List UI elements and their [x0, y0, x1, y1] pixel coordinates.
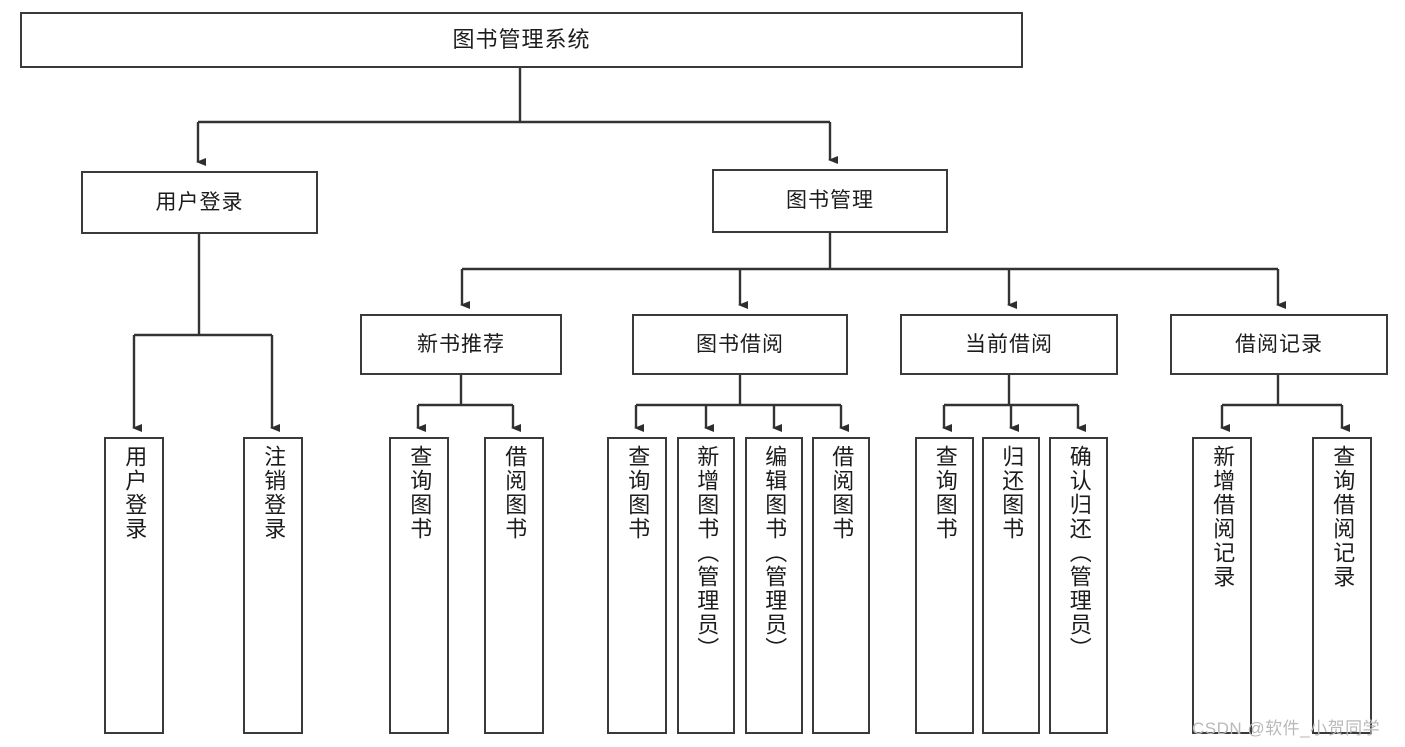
node-label: 归还图书: [999, 445, 1025, 541]
node-label: 注销登录: [261, 445, 287, 541]
leaf-return-book[interactable]: 归还图书: [982, 437, 1040, 734]
node-label: 新增图书（管理员）: [694, 445, 720, 661]
leaf-user-login[interactable]: 用户登录: [104, 437, 164, 734]
node-label: 查询图书: [625, 445, 651, 541]
node-label: 借阅图书: [502, 445, 528, 541]
node-book-borrow[interactable]: 图书借阅: [632, 314, 848, 375]
leaf-edit-book-admin[interactable]: 编辑图书（管理员）: [745, 437, 803, 734]
leaf-add-book-admin[interactable]: 新增图书（管理员）: [677, 437, 735, 734]
node-book-management[interactable]: 图书管理: [712, 169, 948, 233]
leaf-query-book-current[interactable]: 查询图书: [915, 437, 974, 734]
leaf-query-borrow-record[interactable]: 查询借阅记录: [1312, 437, 1372, 734]
node-label: 查询借阅记录: [1330, 445, 1356, 589]
node-current-borrow[interactable]: 当前借阅: [900, 314, 1118, 375]
node-label: 图书管理系统: [452, 26, 591, 52]
node-new-book-recommend[interactable]: 新书推荐: [360, 314, 562, 375]
node-label: 借阅图书: [829, 445, 855, 541]
leaf-add-borrow-record[interactable]: 新增借阅记录: [1192, 437, 1252, 734]
leaf-logout[interactable]: 注销登录: [243, 437, 303, 734]
node-label: 查询图书: [407, 445, 433, 541]
node-label: 新书推荐: [417, 332, 505, 356]
node-label: 确认归还（管理员）: [1066, 445, 1092, 661]
node-label: 用户登录: [155, 190, 244, 214]
leaf-borrow-book[interactable]: 借阅图书: [812, 437, 870, 734]
leaf-confirm-return-admin[interactable]: 确认归还（管理员）: [1049, 437, 1108, 734]
node-label: 用户登录: [122, 445, 148, 541]
node-label: 当前借阅: [965, 332, 1053, 356]
node-label: 查询图书: [932, 445, 958, 541]
node-label: 编辑图书（管理员）: [762, 445, 788, 661]
watermark: CSDN @软件_小贺同学: [1192, 719, 1381, 738]
node-borrow-record[interactable]: 借阅记录: [1170, 314, 1388, 375]
leaf-query-book-borrow[interactable]: 查询图书: [607, 437, 667, 734]
node-label: 图书管理: [786, 189, 874, 213]
node-root-system[interactable]: 图书管理系统: [20, 12, 1023, 68]
node-user-login[interactable]: 用户登录: [81, 171, 318, 234]
node-label: 图书借阅: [696, 332, 784, 356]
leaf-query-book-recommend[interactable]: 查询图书: [389, 437, 449, 734]
node-label: 新增借阅记录: [1210, 445, 1236, 589]
leaf-borrow-book-recommend[interactable]: 借阅图书: [484, 437, 544, 734]
node-label: 借阅记录: [1235, 332, 1323, 356]
